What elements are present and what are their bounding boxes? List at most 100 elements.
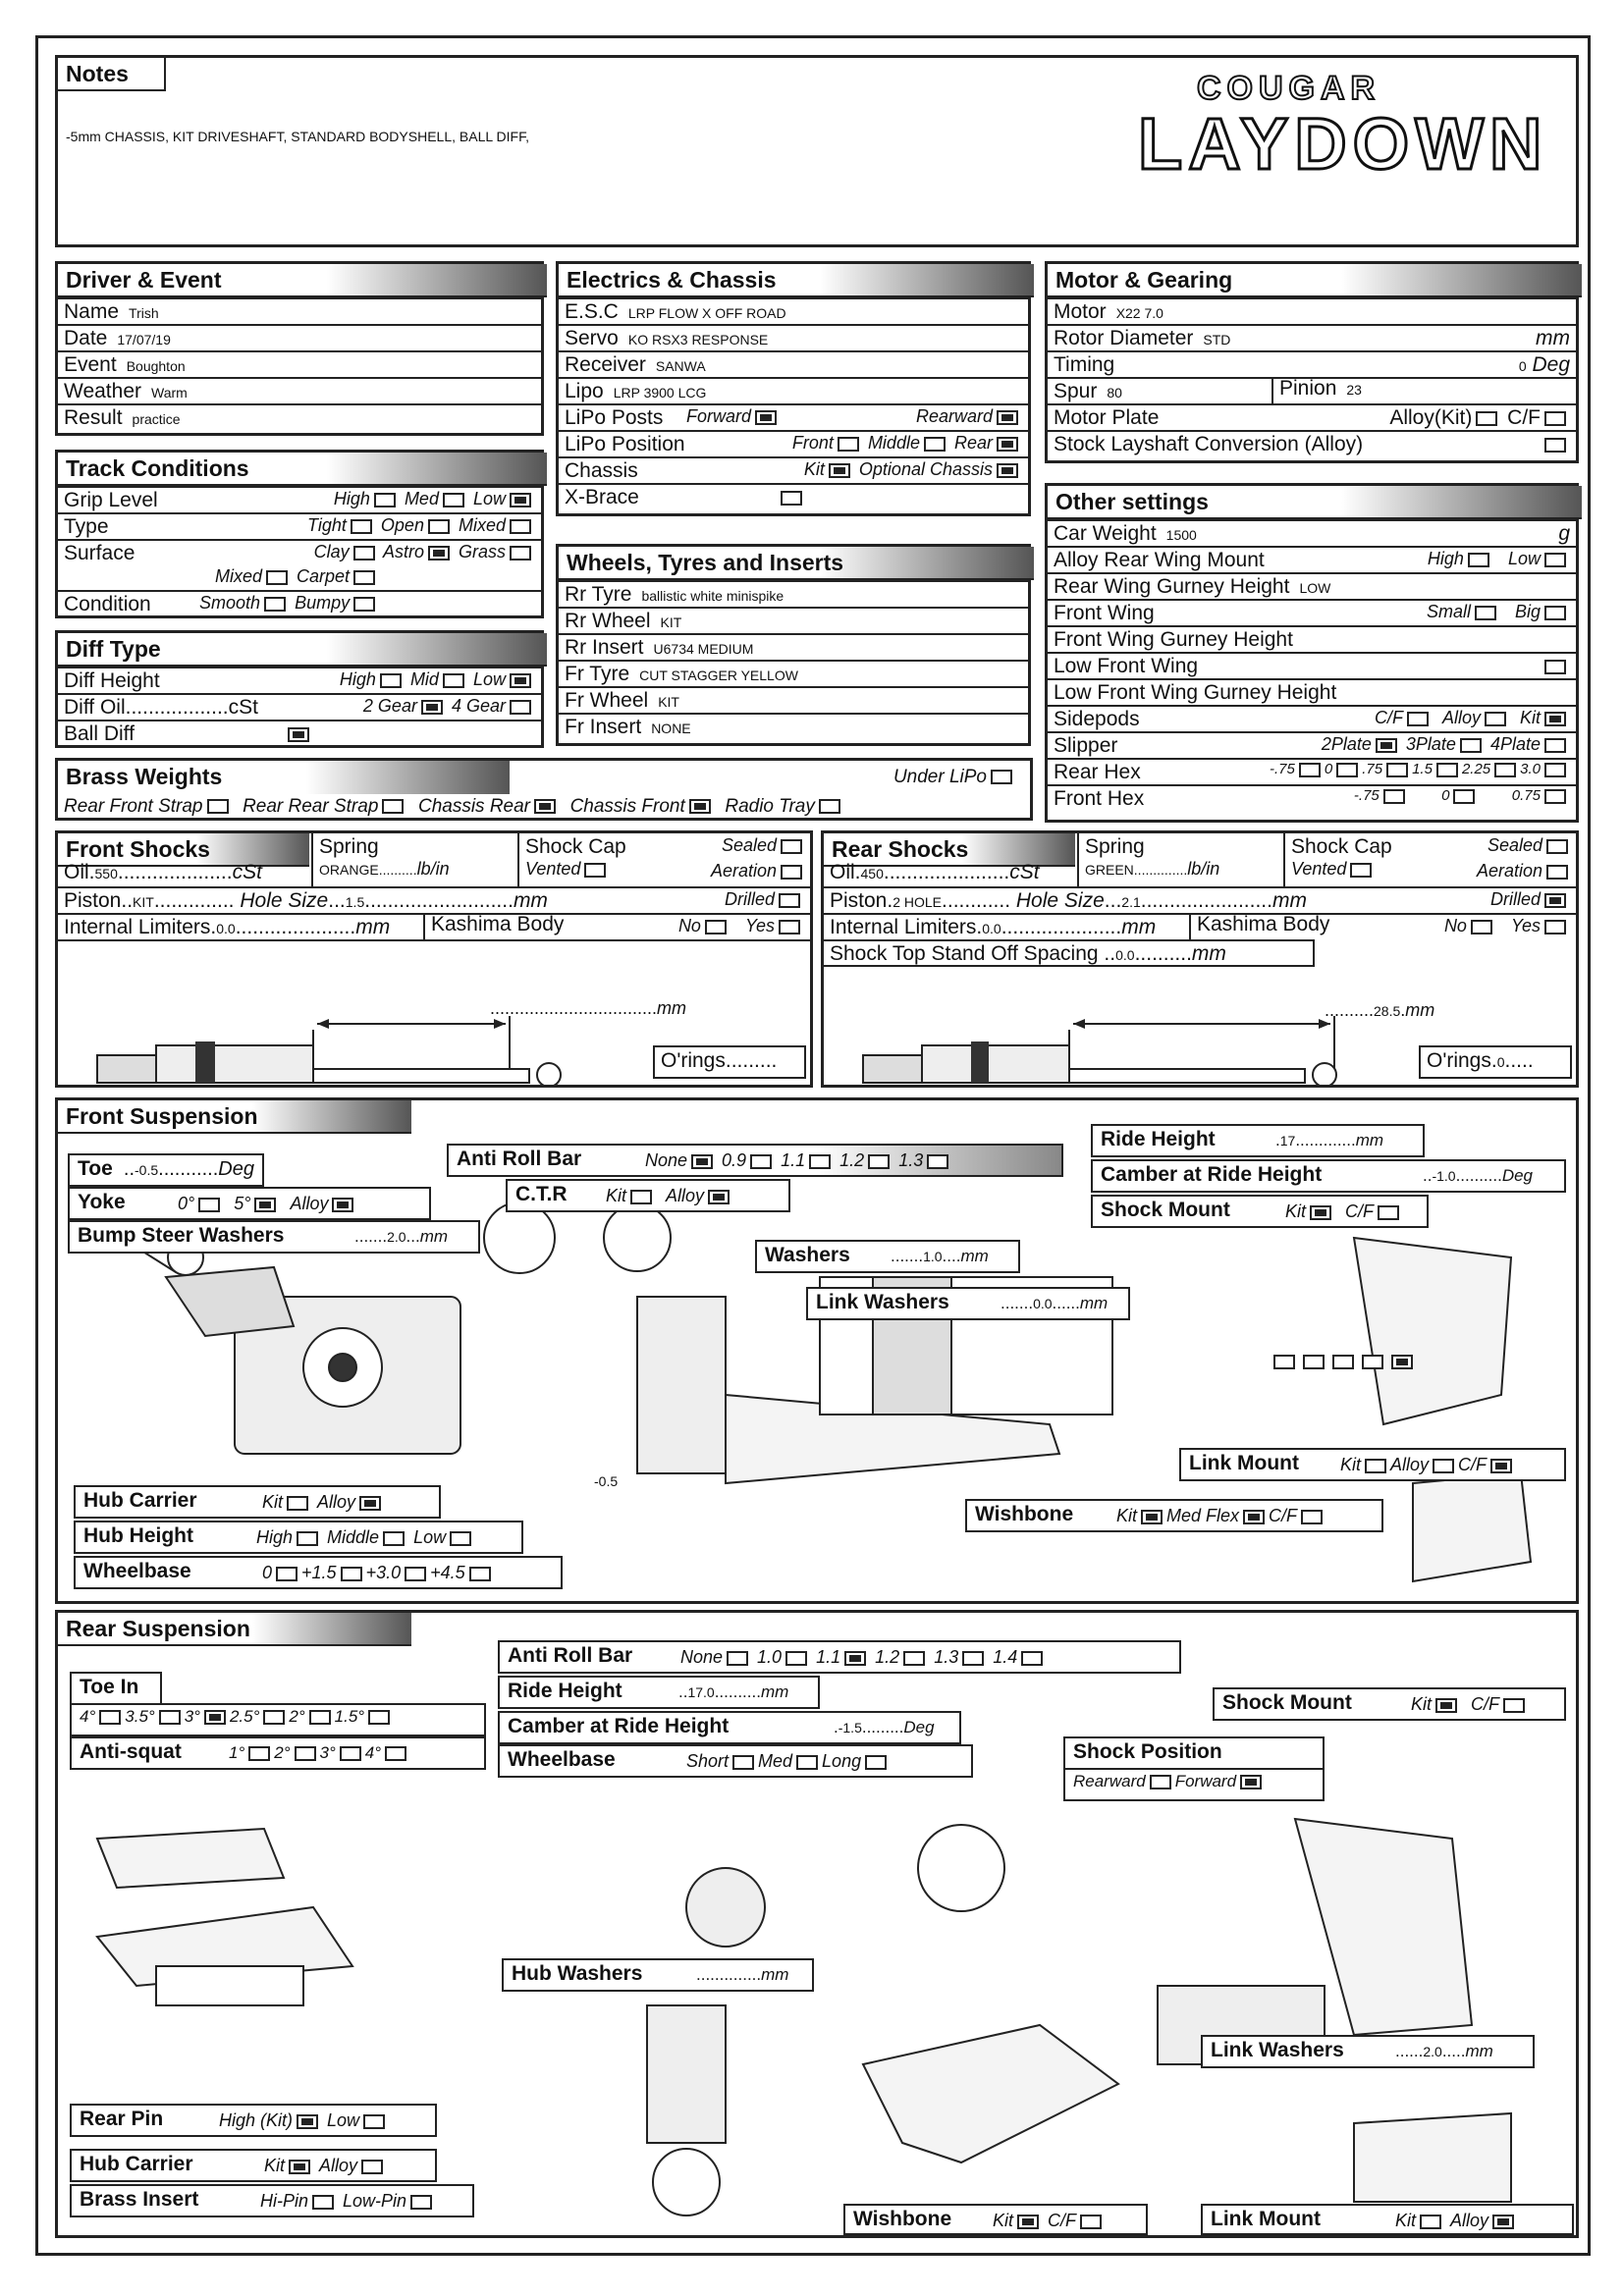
rhex-e-checkbox[interactable] bbox=[1494, 762, 1517, 777]
farb-12-checkbox[interactable] bbox=[868, 1153, 891, 1169]
esc-value[interactable]: LRP FLOW X OFF ROAD bbox=[627, 305, 786, 321]
pos-middle-checkbox[interactable] bbox=[923, 436, 946, 452]
rs-aeration-checkbox[interactable] bbox=[1546, 864, 1568, 880]
rlm-kit-checkbox[interactable] bbox=[1420, 2214, 1442, 2229]
rsp-forward-checkbox[interactable] bbox=[1240, 1775, 1263, 1790]
slipper-2plate-checkbox[interactable] bbox=[1375, 737, 1397, 753]
ctr-kit-checkbox[interactable] bbox=[630, 1189, 653, 1204]
chassis-kit-checkbox[interactable] bbox=[828, 462, 850, 478]
rs-orings-value[interactable]: 0 bbox=[1496, 1054, 1505, 1070]
rs-ride-value[interactable]: 17.0 bbox=[687, 1684, 715, 1700]
rear-front-strap-checkbox[interactable] bbox=[206, 799, 229, 815]
steer-mark[interactable]: -0.5 bbox=[594, 1473, 619, 1489]
rpin-high-checkbox[interactable] bbox=[297, 2113, 319, 2129]
flm-cf-checkbox[interactable] bbox=[1490, 1458, 1513, 1473]
rs-spring-value[interactable]: GREEN bbox=[1085, 862, 1134, 878]
fhh-low-checkbox[interactable] bbox=[450, 1530, 472, 1546]
fs-oil-value[interactable]: 550 bbox=[94, 866, 118, 881]
as-4-checkbox[interactable] bbox=[385, 1746, 407, 1762]
rr-tyre-value[interactable]: ballistic white minispike bbox=[641, 588, 784, 604]
pos-rear-checkbox[interactable] bbox=[997, 436, 1018, 452]
radio-tray-checkbox[interactable] bbox=[818, 799, 840, 815]
motor-value[interactable]: X22 7.0 bbox=[1115, 305, 1163, 321]
rhex-d-checkbox[interactable] bbox=[1435, 762, 1458, 777]
fs-aeration-checkbox[interactable] bbox=[781, 864, 802, 880]
rhex-c-checkbox[interactable] bbox=[1386, 762, 1409, 777]
plate-alloy-checkbox[interactable] bbox=[1476, 410, 1498, 426]
fs-washers-value[interactable]: 1.0 bbox=[923, 1249, 943, 1264]
chassis-front-checkbox[interactable] bbox=[688, 799, 711, 815]
toe-3-checkbox[interactable] bbox=[203, 1710, 226, 1726]
condition-smooth-checkbox[interactable] bbox=[264, 596, 287, 612]
fwbase-30-checkbox[interactable] bbox=[405, 1566, 427, 1581]
fr-wheel-value[interactable]: KIT bbox=[658, 694, 679, 710]
fhex-b-checkbox[interactable] bbox=[1453, 788, 1476, 804]
surface-grass-checkbox[interactable] bbox=[510, 545, 531, 561]
fr-tyre-value[interactable]: CUT STAGGER YELLOW bbox=[639, 667, 798, 683]
fs-link-washers-value[interactable]: 0.0 bbox=[1033, 1296, 1053, 1311]
rs-sealed-checkbox[interactable] bbox=[1546, 838, 1568, 854]
rhex-f-checkbox[interactable] bbox=[1544, 762, 1566, 777]
shock-pos-4[interactable] bbox=[1362, 1355, 1383, 1370]
rr-wheel-value[interactable]: KIT bbox=[660, 614, 682, 630]
toe-35-checkbox[interactable] bbox=[158, 1710, 181, 1726]
rbrass-low-checkbox[interactable] bbox=[410, 2194, 433, 2210]
result-value[interactable]: practice bbox=[132, 411, 181, 427]
ctr-alloy-checkbox[interactable] bbox=[708, 1189, 730, 1204]
fs-yes-checkbox[interactable] bbox=[779, 919, 800, 934]
rs-limiters-value[interactable]: 0.0 bbox=[982, 921, 1001, 936]
rhc-kit-checkbox[interactable] bbox=[289, 2159, 311, 2174]
rs-link-washers-value[interactable]: 2.0 bbox=[1423, 2044, 1442, 2059]
rhex-a-checkbox[interactable] bbox=[1298, 762, 1321, 777]
rs-vented-checkbox[interactable] bbox=[1350, 862, 1373, 878]
rsm-kit-checkbox[interactable] bbox=[1435, 1697, 1458, 1713]
rarb-11-checkbox[interactable] bbox=[844, 1650, 867, 1666]
rwb-long-checkbox[interactable] bbox=[865, 1754, 888, 1770]
rarb-none-checkbox[interactable] bbox=[727, 1650, 749, 1666]
fs-spring-value[interactable]: ORANGE bbox=[319, 862, 379, 878]
fs-drilled-checkbox[interactable] bbox=[779, 892, 800, 908]
rpin-low-checkbox[interactable] bbox=[363, 2113, 386, 2129]
rarb-12-checkbox[interactable] bbox=[903, 1650, 926, 1666]
surface-mixed-checkbox[interactable] bbox=[266, 569, 289, 585]
rs-no-checkbox[interactable] bbox=[1470, 919, 1492, 934]
chassis-optional-checkbox[interactable] bbox=[997, 462, 1018, 478]
surface-astro-checkbox[interactable] bbox=[427, 545, 450, 561]
chassis-rear-checkbox[interactable] bbox=[534, 799, 557, 815]
fr-insert-value[interactable]: NONE bbox=[651, 721, 691, 736]
rs-length-value[interactable]: 28.5 bbox=[1374, 1003, 1401, 1019]
posts-rearward-checkbox[interactable] bbox=[997, 409, 1018, 425]
ball-diff-checkbox[interactable] bbox=[288, 726, 309, 742]
rarb-14-checkbox[interactable] bbox=[1021, 1650, 1044, 1666]
farb-09-checkbox[interactable] bbox=[750, 1153, 773, 1169]
toe-15-checkbox[interactable] bbox=[368, 1710, 391, 1726]
gurney-value[interactable]: LOW bbox=[1299, 580, 1331, 596]
grip-high-checkbox[interactable] bbox=[373, 492, 396, 507]
fw-small-checkbox[interactable] bbox=[1474, 605, 1496, 620]
as-1-checkbox[interactable] bbox=[248, 1746, 271, 1762]
yoke-5-checkbox[interactable] bbox=[254, 1197, 277, 1212]
rsp-rearward-checkbox[interactable] bbox=[1149, 1775, 1171, 1790]
rs-standoff-value[interactable]: 0.0 bbox=[1115, 947, 1135, 963]
rs-hole-value[interactable]: 2.1 bbox=[1121, 894, 1141, 910]
pos-front-checkbox[interactable] bbox=[837, 436, 859, 452]
notes-text[interactable]: -5mm CHASSIS, KIT DRIVESHAFT, STANDARD B… bbox=[66, 129, 529, 144]
rhc-alloy-checkbox[interactable] bbox=[361, 2159, 384, 2174]
sidepods-kit-checkbox[interactable] bbox=[1544, 711, 1566, 726]
yoke-alloy-checkbox[interactable] bbox=[332, 1197, 354, 1212]
rotor-value[interactable]: STD bbox=[1203, 332, 1231, 347]
sidepods-alloy-checkbox[interactable] bbox=[1484, 711, 1506, 726]
grip-med-checkbox[interactable] bbox=[442, 492, 464, 507]
rwb-med-checkbox[interactable] bbox=[796, 1754, 819, 1770]
xbrace-checkbox[interactable] bbox=[781, 490, 802, 506]
fs-sealed-checkbox[interactable] bbox=[781, 838, 802, 854]
rs-oil-value[interactable]: 450 bbox=[860, 866, 884, 881]
toe-25-checkbox[interactable] bbox=[263, 1710, 286, 1726]
rwbone-kit-checkbox[interactable] bbox=[1017, 2214, 1040, 2229]
event-value[interactable]: Boughton bbox=[126, 358, 186, 374]
fhh-high-checkbox[interactable] bbox=[297, 1530, 319, 1546]
fwbase-45-checkbox[interactable] bbox=[468, 1566, 491, 1581]
slipper-4plate-checkbox[interactable] bbox=[1544, 737, 1566, 753]
as-2-checkbox[interactable] bbox=[294, 1746, 316, 1762]
spur-value[interactable]: 80 bbox=[1107, 385, 1122, 400]
